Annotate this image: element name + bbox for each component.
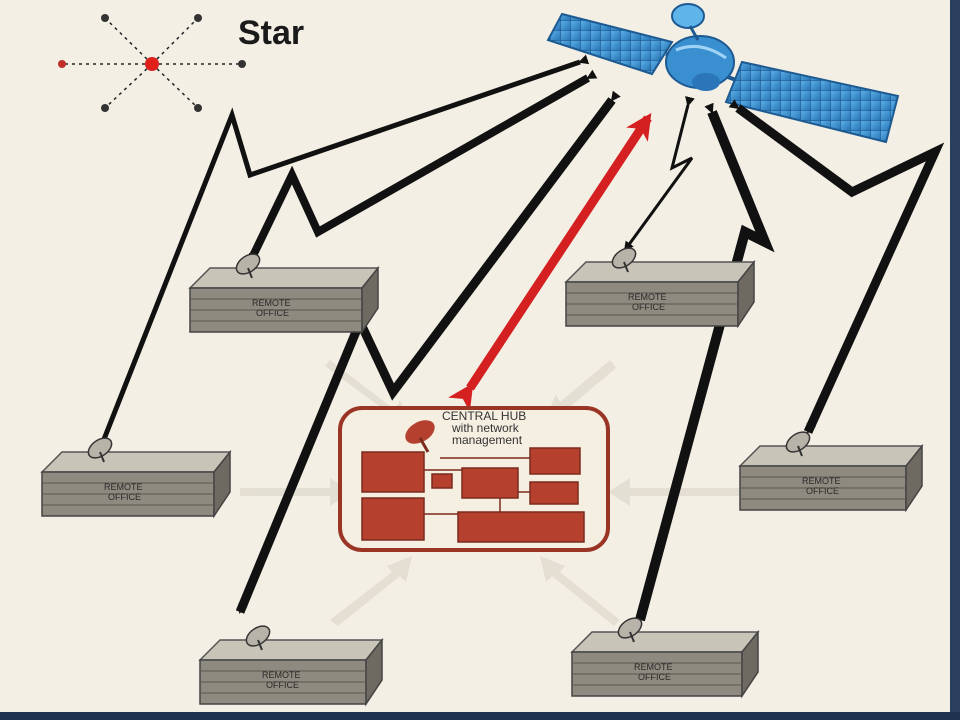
solar-panel-right <box>724 60 900 144</box>
slide-edge-bar <box>950 0 960 712</box>
satellite-dish-icon <box>87 437 113 463</box>
remote-office-label-line1: REMOTE <box>262 670 301 680</box>
hub-label-line1: CENTRAL HUB <box>442 409 526 423</box>
star-topology-icon <box>58 14 246 112</box>
satellite-dish-icon <box>611 247 637 273</box>
remote-office-label-line2: OFFICE <box>108 492 141 502</box>
remote-office-label-line1: REMOTE <box>104 482 143 492</box>
remote-office-label-line2: OFFICE <box>806 486 839 496</box>
satellite-dish-icon <box>235 253 261 279</box>
satellite <box>546 3 900 144</box>
remote-office-label-line2: OFFICE <box>266 680 299 690</box>
hub-link <box>448 112 652 412</box>
remote-office-label-line1: REMOTE <box>628 292 667 302</box>
remote-office-label-line1: REMOTE <box>802 476 841 486</box>
satellite-body <box>665 3 735 91</box>
remote-office-label-line2: OFFICE <box>638 672 671 682</box>
central-hub: CENTRAL HUB with network management <box>338 406 610 552</box>
link-top-left <box>246 69 598 264</box>
hub-label-line3: management <box>452 433 523 447</box>
remote-office-label-line1: REMOTE <box>252 298 291 308</box>
link-bottom-right <box>635 102 775 622</box>
solar-panel-left <box>546 12 674 76</box>
diagram-title: Star <box>238 14 304 52</box>
slide-bottom-bar <box>0 712 960 720</box>
hub-dish-icon <box>405 420 435 453</box>
remote-office-label-line2: OFFICE <box>256 308 289 318</box>
hub-label-line2: with network <box>451 421 520 435</box>
link-top-right <box>623 96 695 252</box>
hub-equipment <box>361 447 585 543</box>
remote-office-label-line1: REMOTE <box>634 662 673 672</box>
link-mid-right <box>728 99 945 434</box>
remote-office-label-line2: OFFICE <box>632 302 665 312</box>
satellite-dish-icon <box>785 431 811 457</box>
satellite-dish-icon <box>617 617 643 643</box>
satellite-dish-icon <box>245 625 271 651</box>
